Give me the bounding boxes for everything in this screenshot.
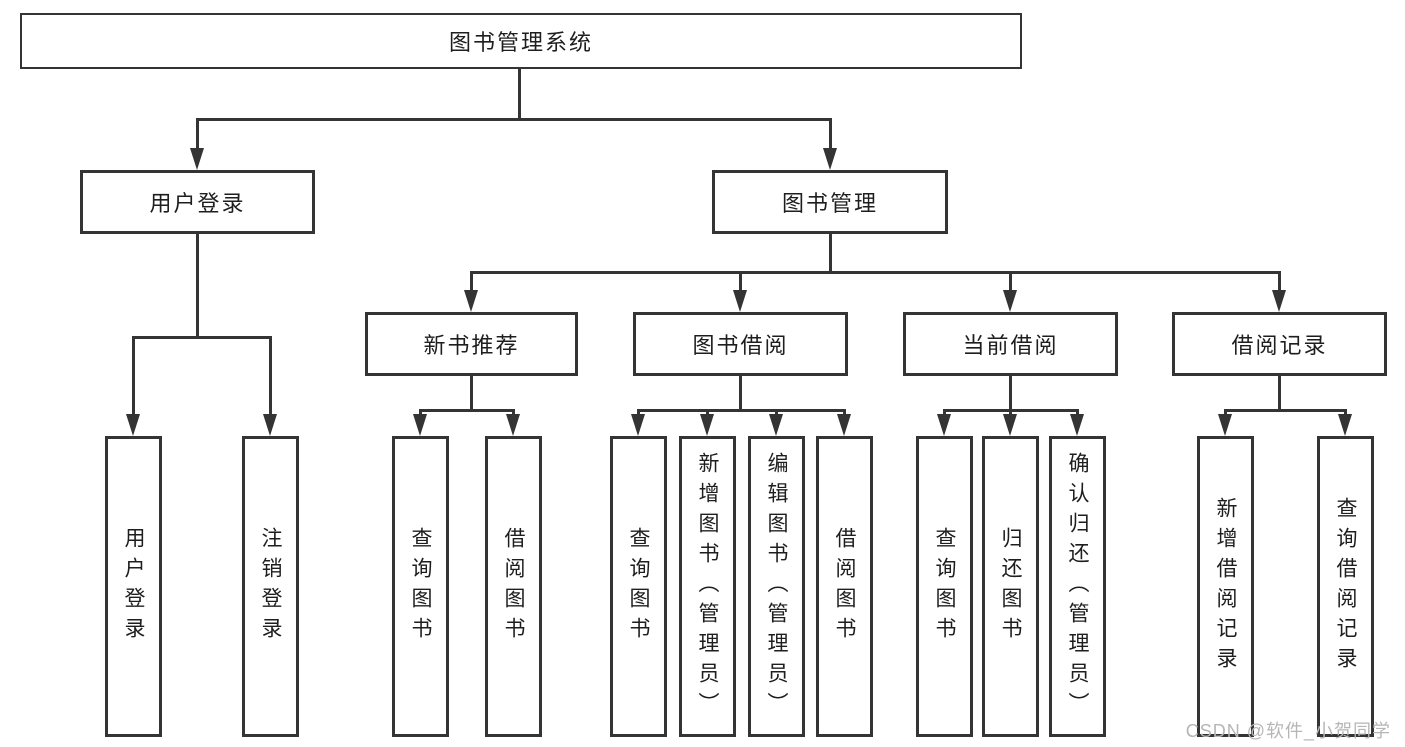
connector-stub [1224, 409, 1227, 416]
leaf-borrow-books-recommend: 借阅图书 [485, 436, 542, 737]
arrow-down-icon [733, 290, 747, 312]
node-borrowing-records-label: 借阅记录 [1231, 333, 1328, 358]
node-book-management: 图书管理 [712, 170, 948, 234]
arrow-down-icon [937, 414, 951, 436]
connector-stub-book-management [828, 118, 832, 150]
arrow-down-icon [1218, 414, 1232, 436]
leaf-borrow-books: 借阅图书 [816, 436, 873, 737]
arrow-down-icon [631, 414, 645, 436]
connector-stub [1009, 409, 1012, 416]
node-library-system-label: 图书管理系统 [448, 30, 593, 55]
arrow-down-icon [769, 414, 783, 436]
connector-book-management-bar [470, 271, 1281, 274]
arrow-down-icon [1003, 290, 1017, 312]
arrow-down-icon [1003, 414, 1017, 436]
leaf-confirm-return-admin-label: 确认归还（管理员） [1066, 451, 1089, 722]
node-user-login-label: 用户登录 [149, 191, 246, 216]
leaf-borrow-books-label: 借阅图书 [833, 526, 856, 647]
node-library-system: 图书管理系统 [20, 13, 1022, 69]
connector-stub-new-book [470, 271, 473, 292]
node-current-borrowing-label: 当前借阅 [962, 333, 1059, 358]
leaf-query-books-recommend: 查询图书 [392, 436, 449, 737]
connector-stub-borrowing-records [1278, 271, 1281, 292]
leaf-query-borrow-record: 查询借阅记录 [1317, 436, 1374, 737]
node-book-management-label: 图书管理 [781, 191, 878, 216]
arrow-down-icon [1070, 414, 1084, 436]
arrow-down-icon [263, 414, 277, 436]
arrow-down-icon [464, 290, 478, 312]
connector-current-borrowing-stem [1009, 376, 1012, 412]
connector-stub [1076, 409, 1079, 416]
connector-root-stem [517, 69, 521, 121]
leaf-query-borrow-record-label: 查询借阅记录 [1334, 496, 1357, 677]
connector-new-book-bar [419, 409, 515, 412]
connector-user-login-stem [196, 234, 199, 339]
arrow-down-icon [190, 148, 204, 170]
arrow-down-icon [413, 414, 427, 436]
connector-stub-leaf-logout [269, 336, 272, 416]
connector-book-management-stem [828, 234, 832, 274]
leaf-logout: 注销登录 [242, 436, 299, 737]
connector-user-login-bar [132, 336, 272, 339]
leaf-user-login-label: 用户登录 [122, 526, 145, 647]
connector-borrowing-records-stem [1278, 376, 1281, 412]
connector-stub-leaf-user-login [132, 336, 135, 416]
connector-stub [1344, 409, 1347, 416]
leaf-add-borrow-record-label: 新增借阅记录 [1214, 496, 1237, 677]
arrow-down-icon [700, 414, 714, 436]
connector-stub [706, 409, 709, 416]
connector-book-borrowing-bar [637, 409, 846, 412]
arrow-down-icon [1338, 414, 1352, 436]
connector-stub [512, 409, 515, 416]
node-book-borrowing: 图书借阅 [633, 312, 848, 376]
leaf-add-books-admin: 新增图书（管理员） [679, 436, 736, 737]
leaf-confirm-return-admin: 确认归还（管理员） [1049, 436, 1106, 737]
node-current-borrowing: 当前借阅 [903, 312, 1118, 376]
arrow-down-icon [126, 414, 140, 436]
leaf-query-books-current: 查询图书 [916, 436, 973, 737]
connector-borrowing-records-bar [1224, 409, 1347, 412]
leaf-return-books: 归还图书 [982, 436, 1039, 737]
connector-stub-current-borrowing [1009, 271, 1012, 292]
leaf-query-books-borrowing: 查询图书 [610, 436, 667, 737]
node-new-book-recommendation-label: 新书推荐 [423, 333, 520, 358]
connector-stub [775, 409, 778, 416]
leaf-query-books-recommend-label: 查询图书 [409, 526, 432, 647]
leaf-return-books-label: 归还图书 [999, 526, 1022, 647]
arrow-down-icon [1272, 290, 1286, 312]
connector-root-bar [196, 118, 832, 121]
leaf-logout-label: 注销登录 [259, 526, 282, 647]
leaf-edit-books-admin: 编辑图书（管理员） [748, 436, 805, 737]
leaf-add-borrow-record: 新增借阅记录 [1197, 436, 1254, 737]
node-borrowing-records: 借阅记录 [1172, 312, 1387, 376]
connector-stub [637, 409, 640, 416]
leaf-add-books-admin-label: 新增图书（管理员） [696, 451, 719, 722]
connector-stub [843, 409, 846, 416]
leaf-user-login: 用户登录 [105, 436, 162, 737]
leaf-borrow-books-recommend-label: 借阅图书 [502, 526, 525, 647]
connector-stub-user-login [196, 118, 199, 150]
connector-book-borrowing-stem [739, 376, 742, 412]
node-book-borrowing-label: 图书借阅 [692, 333, 789, 358]
connector-new-book-stem [470, 376, 473, 412]
leaf-query-books-current-label: 查询图书 [933, 526, 956, 647]
arrow-down-icon [506, 414, 520, 436]
leaf-query-books-borrowing-label: 查询图书 [627, 526, 650, 647]
node-new-book-recommendation: 新书推荐 [365, 312, 578, 376]
arrow-down-icon [837, 414, 851, 436]
watermark: CSDN @软件_小贺同学 [1185, 721, 1391, 741]
connector-stub [943, 409, 946, 416]
connector-stub-book-borrowing [739, 271, 742, 292]
node-user-login: 用户登录 [80, 170, 315, 234]
arrow-down-icon [822, 148, 837, 170]
connector-stub [419, 409, 422, 416]
leaf-edit-books-admin-label: 编辑图书（管理员） [765, 451, 788, 722]
